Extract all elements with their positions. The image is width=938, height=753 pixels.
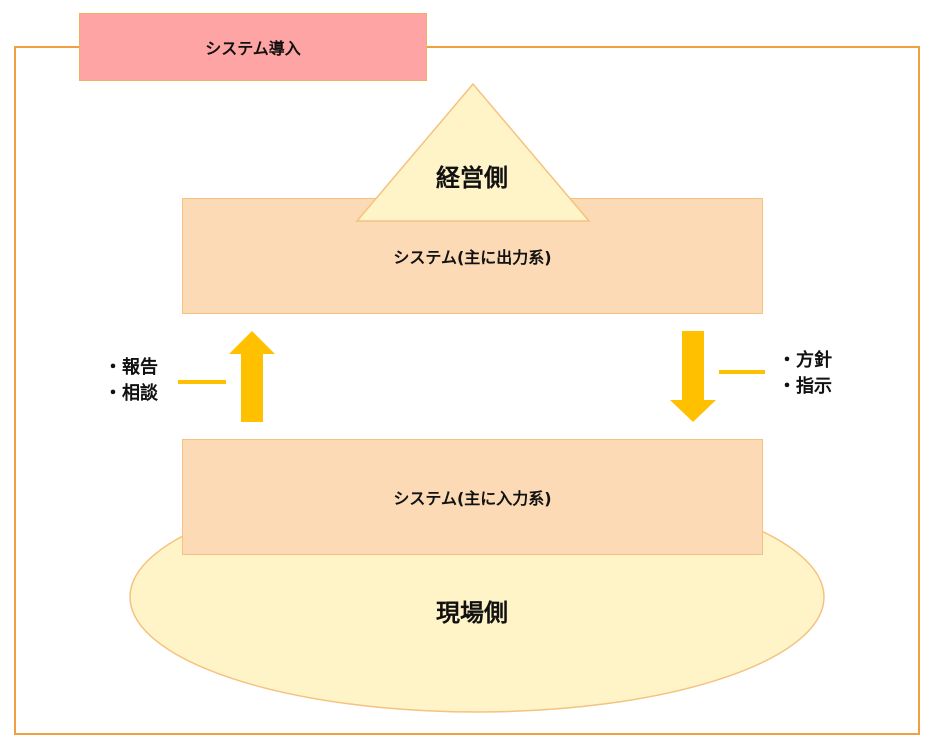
title-text: システム導入: [205, 39, 301, 58]
downward-communication: ・方針 ・指示: [778, 348, 832, 400]
downward-item-policy: ・方針: [778, 350, 832, 371]
input-system-box: システム(主に入力系): [182, 439, 763, 555]
upward-communication: ・報告 ・相談: [104, 355, 158, 407]
management-triangle: [355, 82, 591, 222]
output-system-label: システム(主に出力系): [393, 248, 552, 267]
upward-item-report: ・報告: [104, 357, 158, 378]
diagram-frame: [14, 46, 920, 735]
up-arrow: [229, 331, 275, 422]
title-box: システム導入: [79, 13, 427, 81]
field-label: 現場側: [436, 599, 508, 627]
management-label: 経営側: [436, 164, 508, 192]
upward-item-consult: ・相談: [104, 383, 158, 404]
downward-item-instruction: ・指示: [778, 376, 832, 397]
down-arrow: [670, 331, 716, 422]
input-system-label: システム(主に入力系): [393, 489, 552, 508]
